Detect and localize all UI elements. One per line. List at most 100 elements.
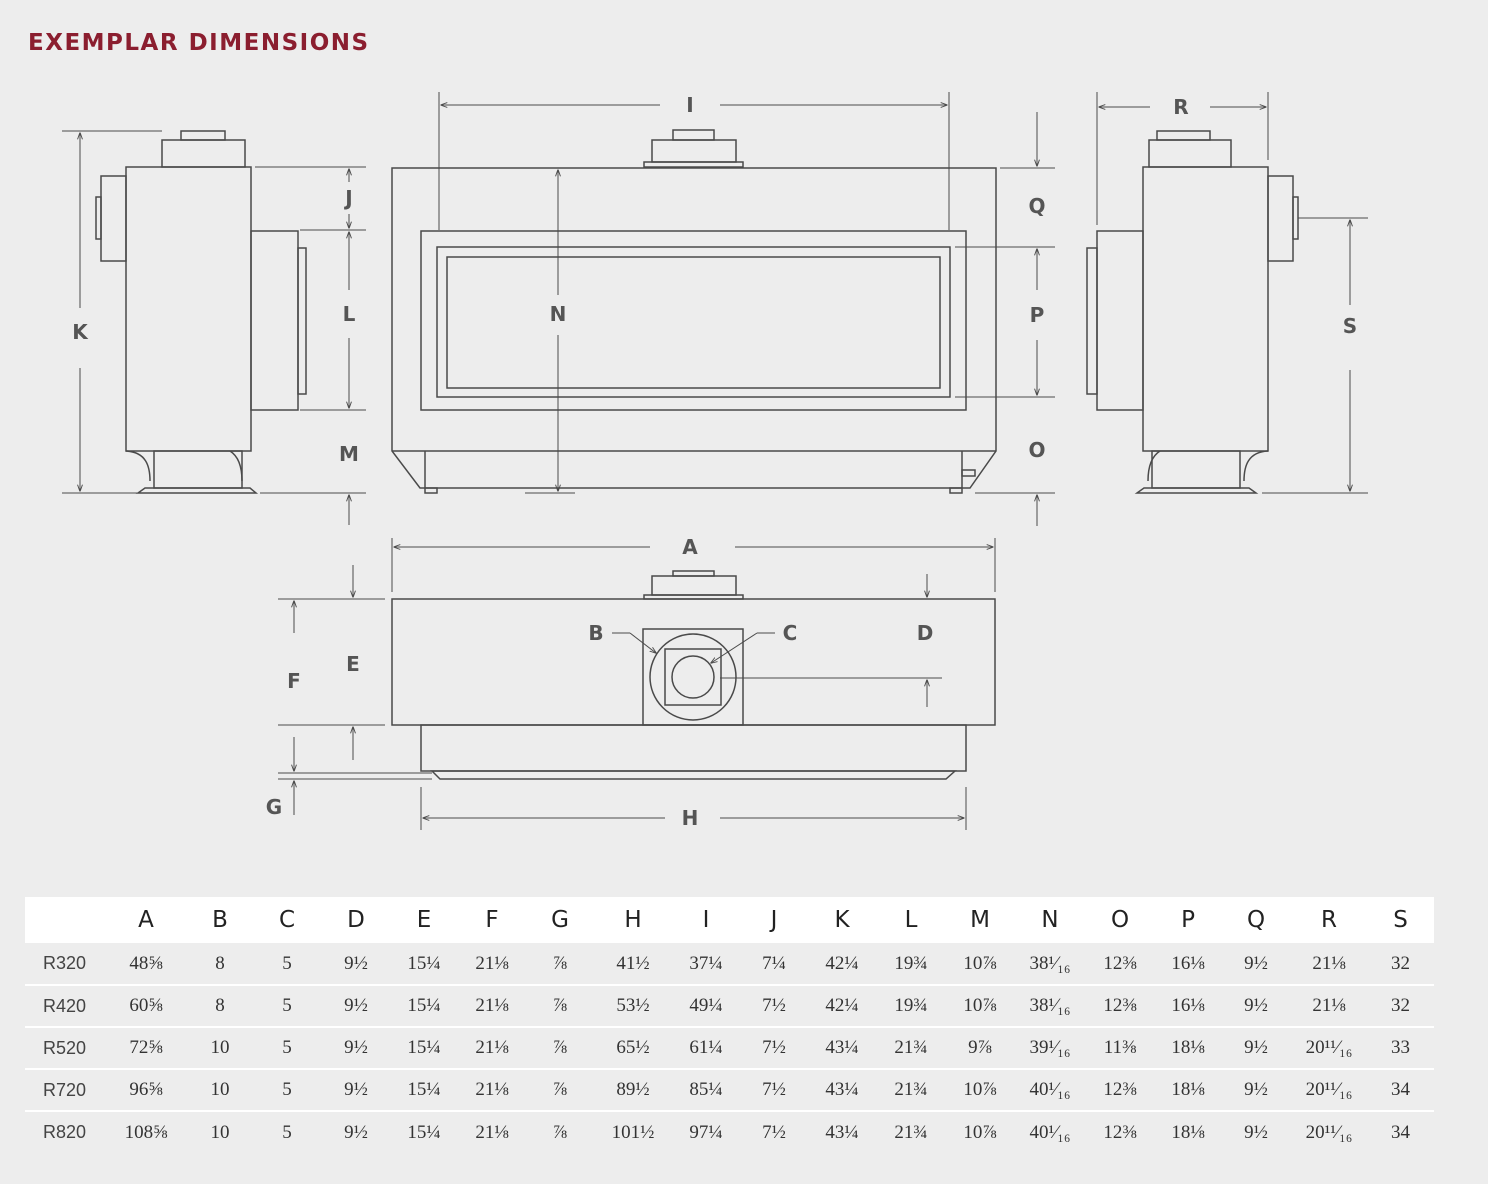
dimension-cell: 37¼	[689, 952, 723, 974]
dimension-cell: 101½	[611, 1121, 655, 1143]
dimension-cell: ⅞	[552, 1079, 568, 1100]
dimension-cell: 9½	[1244, 995, 1268, 1016]
top-view	[391, 570, 996, 780]
dimension-cell: 10⅞	[963, 995, 997, 1016]
dim-label-b: B	[588, 621, 603, 645]
column-header-m: M	[970, 907, 990, 933]
dim-label-p: P	[1030, 303, 1045, 327]
column-header-model	[25, 897, 103, 943]
dimension-cell: 85¼	[689, 1079, 723, 1100]
dimension-cell: 21⅛	[475, 1037, 509, 1058]
dimension-cell: 15¼	[407, 1037, 441, 1058]
dimension-cell: 15¼	[407, 952, 441, 974]
dimension-cell: 43¼	[825, 1079, 859, 1100]
dimension-cell: ⅞	[552, 995, 568, 1016]
dimension-diagram: K J L M I N Q P O R S A B C D E F G H	[62, 92, 1368, 830]
dimension-cell: 21¾	[894, 1121, 928, 1143]
dimension-cell: 12⅜	[1103, 952, 1137, 974]
dimension-cell: 21⅛	[1312, 952, 1346, 974]
dimension-cell: 53½	[616, 995, 650, 1016]
dim-label-e: E	[346, 652, 360, 676]
model-name-cell: R820	[43, 1122, 87, 1142]
dim-label-r: R	[1173, 95, 1188, 119]
dim-label-a: A	[682, 535, 698, 559]
column-header-c: C	[278, 907, 296, 933]
left-side-view	[95, 130, 307, 494]
column-header-o: O	[1110, 907, 1130, 933]
dimension-cell: 38¹⁄₁₆	[1029, 995, 1071, 1016]
model-name-cell: R720	[43, 1079, 87, 1100]
dimension-cell: 9½	[344, 1079, 368, 1100]
column-header-h: H	[624, 907, 642, 933]
dimension-cell: 32	[1391, 995, 1410, 1016]
dimension-cell: 10	[210, 1121, 230, 1143]
dim-label-k: K	[72, 320, 89, 344]
column-header-r: R	[1321, 907, 1337, 933]
dimension-cell: 8	[215, 952, 225, 974]
column-header-l: L	[904, 907, 918, 933]
dimension-cell: 15¼	[407, 995, 441, 1016]
dimension-cell: 72⅝	[129, 1037, 163, 1058]
dimension-cell: 15¼	[407, 1079, 441, 1100]
dimension-cell: 43¼	[825, 1037, 859, 1058]
dimension-cell: 65½	[616, 1037, 650, 1058]
dimension-cell: 20¹¹⁄₁₆	[1305, 1037, 1353, 1058]
dimension-cell: 39¹⁄₁₆	[1029, 1037, 1071, 1058]
column-header-f: F	[485, 907, 499, 933]
dimension-cell: 5	[282, 1121, 292, 1143]
dimension-cell: 34	[1391, 1121, 1410, 1143]
dimension-cell: 96⅝	[129, 1079, 163, 1100]
dimension-cell: 21⅛	[475, 1121, 509, 1143]
dimension-cell: 12⅜	[1103, 1079, 1137, 1100]
dimension-cell: 5	[282, 952, 292, 974]
dimension-cell: 20¹¹⁄₁₆	[1305, 1121, 1353, 1143]
dimension-cell: 8	[215, 995, 225, 1016]
column-header-q: Q	[1246, 907, 1266, 933]
dim-label-l: L	[343, 302, 356, 326]
dimension-cell: 61¼	[689, 1037, 723, 1058]
dimension-cell: 9½	[344, 1037, 368, 1058]
column-header-s: S	[1393, 907, 1408, 933]
left-side-dimension-lines	[62, 130, 366, 525]
column-header-b: B	[212, 907, 228, 933]
dimension-cell: 10⅞	[963, 1121, 997, 1143]
dimension-cell: 18⅛	[1171, 1079, 1205, 1100]
dimension-cell: 7¼	[762, 952, 786, 974]
dimension-cell: 89½	[616, 1079, 650, 1100]
dimension-cell: 43¼	[825, 1121, 859, 1143]
dimension-cell: 5	[282, 1037, 292, 1058]
dimension-cell: 21⅛	[1312, 995, 1346, 1016]
dim-label-m: M	[339, 442, 359, 466]
dimension-cell: 42¼	[825, 995, 859, 1016]
dimension-cell: 9½	[344, 995, 368, 1016]
dimension-cell: 10⅞	[963, 952, 997, 974]
dimension-cell: 10⅞	[963, 1079, 997, 1100]
dimension-cell: 21¾	[894, 1079, 928, 1100]
column-header-e: E	[416, 907, 432, 933]
dim-label-f: F	[287, 669, 301, 693]
dimension-cell: 12⅜	[1103, 995, 1137, 1016]
model-name-cell: R320	[43, 953, 87, 973]
dimension-cell: 9½	[344, 952, 368, 974]
dim-label-i: I	[686, 93, 693, 117]
dimension-cell: 15¼	[407, 1121, 441, 1143]
dimension-cell: 7½	[762, 1079, 786, 1100]
dimension-cell: 5	[282, 995, 292, 1016]
dimension-cell: 16⅛	[1171, 995, 1205, 1016]
dimension-cell: 7½	[762, 1037, 786, 1058]
dimension-cell: 108⅝	[124, 1121, 168, 1143]
dimension-cell: 18⅛	[1171, 1037, 1205, 1058]
dimension-cell: 9½	[1244, 1037, 1268, 1058]
column-header-i: I	[702, 907, 710, 933]
page-title: EXEMPLAR DIMENSIONS	[28, 30, 370, 56]
dimension-cell: 10	[210, 1079, 230, 1100]
right-side-view	[1086, 130, 1299, 494]
dimension-cell: 12⅜	[1103, 1121, 1137, 1143]
column-header-d: D	[347, 907, 365, 933]
dimension-cell: 7½	[762, 1121, 786, 1143]
